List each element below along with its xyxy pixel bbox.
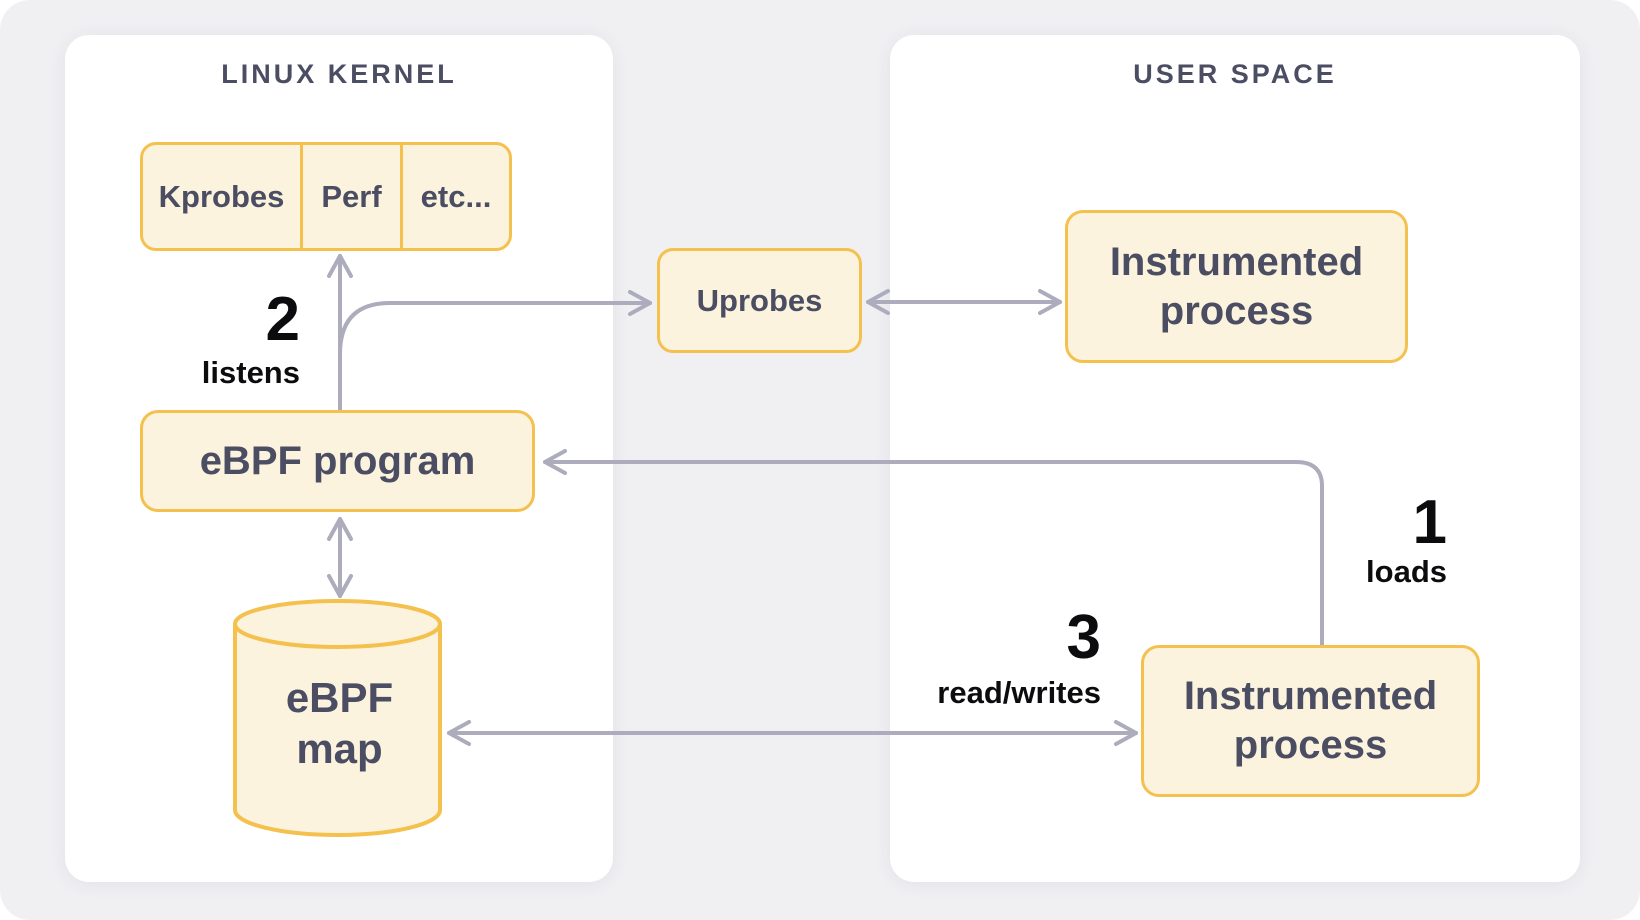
ebpf-program-node: eBPF program bbox=[140, 410, 535, 512]
step-1-label: loads bbox=[1366, 554, 1447, 589]
step-3-number: 3 bbox=[1066, 603, 1101, 672]
ebpf-map-label: eBPF map bbox=[285, 674, 394, 773]
ebpf-map-cylinder-icon bbox=[233, 599, 442, 837]
probe-sources-box: Kprobes Perf etc... bbox=[140, 142, 512, 251]
step-2-number: 2 bbox=[265, 285, 300, 354]
perf-cell: Perf bbox=[300, 145, 403, 248]
step-3-label: read/writes bbox=[937, 675, 1101, 710]
step-1-number: 1 bbox=[1412, 488, 1447, 557]
etc-cell: etc... bbox=[420, 178, 492, 214]
uprobes-node: Uprobes bbox=[657, 248, 862, 353]
user-space-title: USER SPACE bbox=[1133, 59, 1337, 89]
linux-kernel-title: LINUX KERNEL bbox=[221, 59, 457, 89]
step-2-label: listens bbox=[201, 355, 300, 390]
instrumented-process-top-node: Instrumented process bbox=[1065, 210, 1408, 363]
instrumented-process-bottom-node: Instrumented process bbox=[1141, 645, 1480, 797]
kprobes-cell: Kprobes bbox=[158, 178, 285, 214]
